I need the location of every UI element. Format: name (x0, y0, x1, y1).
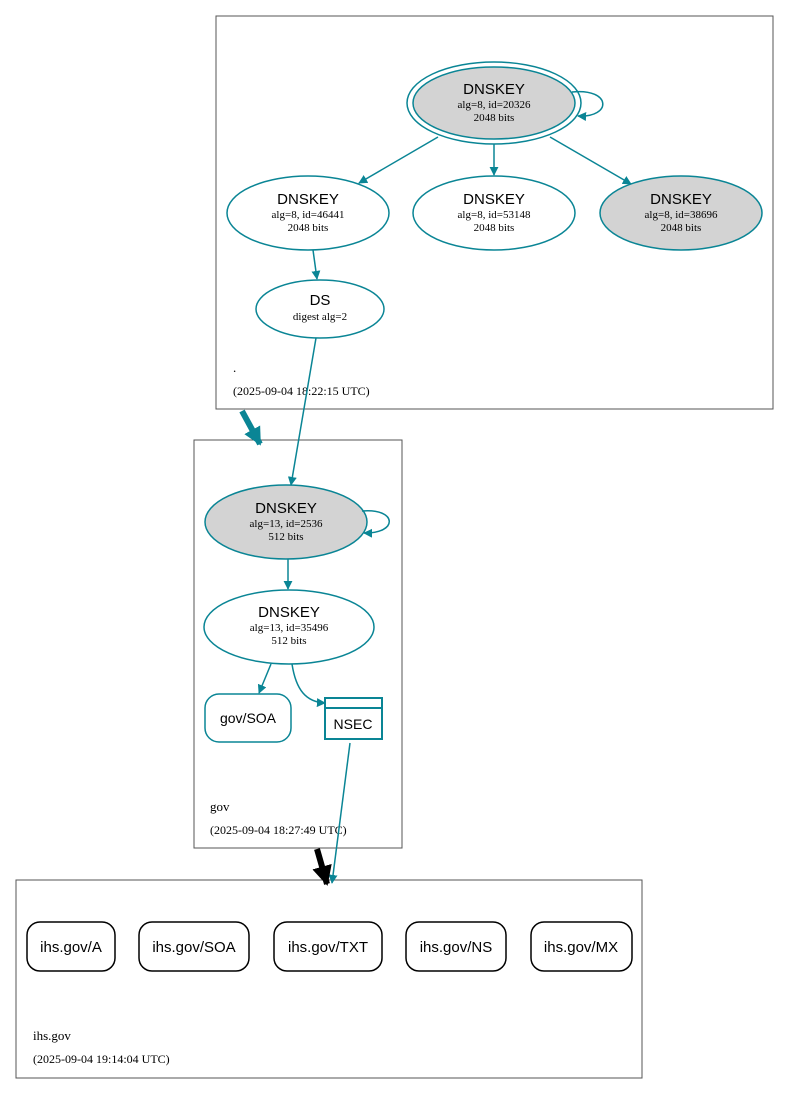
record-ihs-txt: ihs.gov/TXT (273, 921, 383, 972)
zone-gov-name: gov (210, 799, 230, 814)
node-title: DNSKEY (258, 604, 320, 621)
node-detail: 512 bits (268, 531, 303, 543)
node-dnskey-20326: DNSKEY alg=8, id=20326 2048 bits (406, 61, 582, 145)
node-dnskey-46441: DNSKEY alg=8, id=46441 2048 bits (226, 175, 390, 251)
self-sign-edge-2536 (361, 510, 390, 538)
node-detail: 2048 bits (474, 112, 515, 124)
node-detail: alg=8, id=46441 (272, 209, 345, 221)
delegation-gov-to-ihs (312, 848, 332, 886)
node-label: gov/SOA (220, 710, 277, 726)
node-detail: alg=8, id=38696 (645, 209, 718, 221)
node-detail: digest alg=2 (293, 311, 347, 323)
node-title: DS (310, 292, 331, 309)
zone-root-timestamp: (2025-09-04 18:22:15 UTC) (233, 384, 370, 398)
record-ihs-mx: ihs.gov/MX (530, 921, 633, 972)
node-detail: alg=13, id=2536 (250, 518, 323, 530)
node-detail: alg=8, id=53148 (458, 209, 531, 221)
record-label: ihs.gov/A (40, 939, 102, 956)
record-ihs-a: ihs.gov/A (26, 921, 116, 972)
record-label: ihs.gov/TXT (288, 939, 368, 956)
node-detail: 2048 bits (661, 222, 702, 234)
edge-20326-to-38696 (549, 136, 632, 185)
node-title: DNSKEY (277, 191, 339, 208)
node-dnskey-38696: DNSKEY alg=8, id=38696 2048 bits (599, 175, 763, 251)
edge-ds-to-2536 (287, 337, 317, 486)
zone-ihs-timestamp: (2025-09-04 19:14:04 UTC) (33, 1052, 170, 1066)
self-sign-edge-20326 (571, 90, 604, 121)
edge-20326-to-46441 (358, 136, 439, 184)
node-dnskey-2536: DNSKEY alg=13, id=2536 512 bits (204, 484, 368, 560)
node-nsec: NSEC (324, 697, 383, 740)
record-ihs-soa: ihs.gov/SOA (138, 921, 250, 972)
node-dnskey-35496: DNSKEY alg=13, id=35496 512 bits (203, 589, 375, 665)
node-ds: DS digest alg=2 (255, 279, 385, 339)
node-title: DNSKEY (463, 81, 525, 98)
node-detail: alg=8, id=20326 (458, 99, 531, 111)
node-title: DNSKEY (255, 500, 317, 517)
edge-35496-to-nsec (291, 663, 326, 708)
node-title: DNSKEY (650, 191, 712, 208)
node-detail: alg=13, id=35496 (250, 622, 329, 634)
record-label: ihs.gov/NS (420, 939, 493, 956)
delegation-root-to-gov (239, 409, 263, 446)
node-detail: 512 bits (271, 635, 306, 647)
record-label: ihs.gov/SOA (152, 939, 235, 956)
node-label: NSEC (334, 716, 373, 732)
zone-ihs-cluster (15, 879, 643, 1079)
edge-46441-to-ds (311, 249, 321, 280)
node-detail: 2048 bits (288, 222, 329, 234)
node-dnskey-53148: DNSKEY alg=8, id=53148 2048 bits (412, 175, 576, 251)
zone-root-cluster (215, 15, 774, 410)
zone-ihs-name: ihs.gov (33, 1028, 71, 1043)
edge-35496-to-soa (257, 663, 272, 694)
record-label: ihs.gov/MX (544, 939, 618, 956)
node-title: DNSKEY (463, 191, 525, 208)
node-gov-soa: gov/SOA (204, 693, 292, 743)
node-detail: 2048 bits (474, 222, 515, 234)
zone-gov-timestamp: (2025-09-04 18:27:49 UTC) (210, 823, 347, 837)
record-ihs-ns: ihs.gov/NS (405, 921, 507, 972)
zone-root-name: . (233, 360, 236, 375)
edge-nsec-to-ihs (328, 742, 351, 884)
